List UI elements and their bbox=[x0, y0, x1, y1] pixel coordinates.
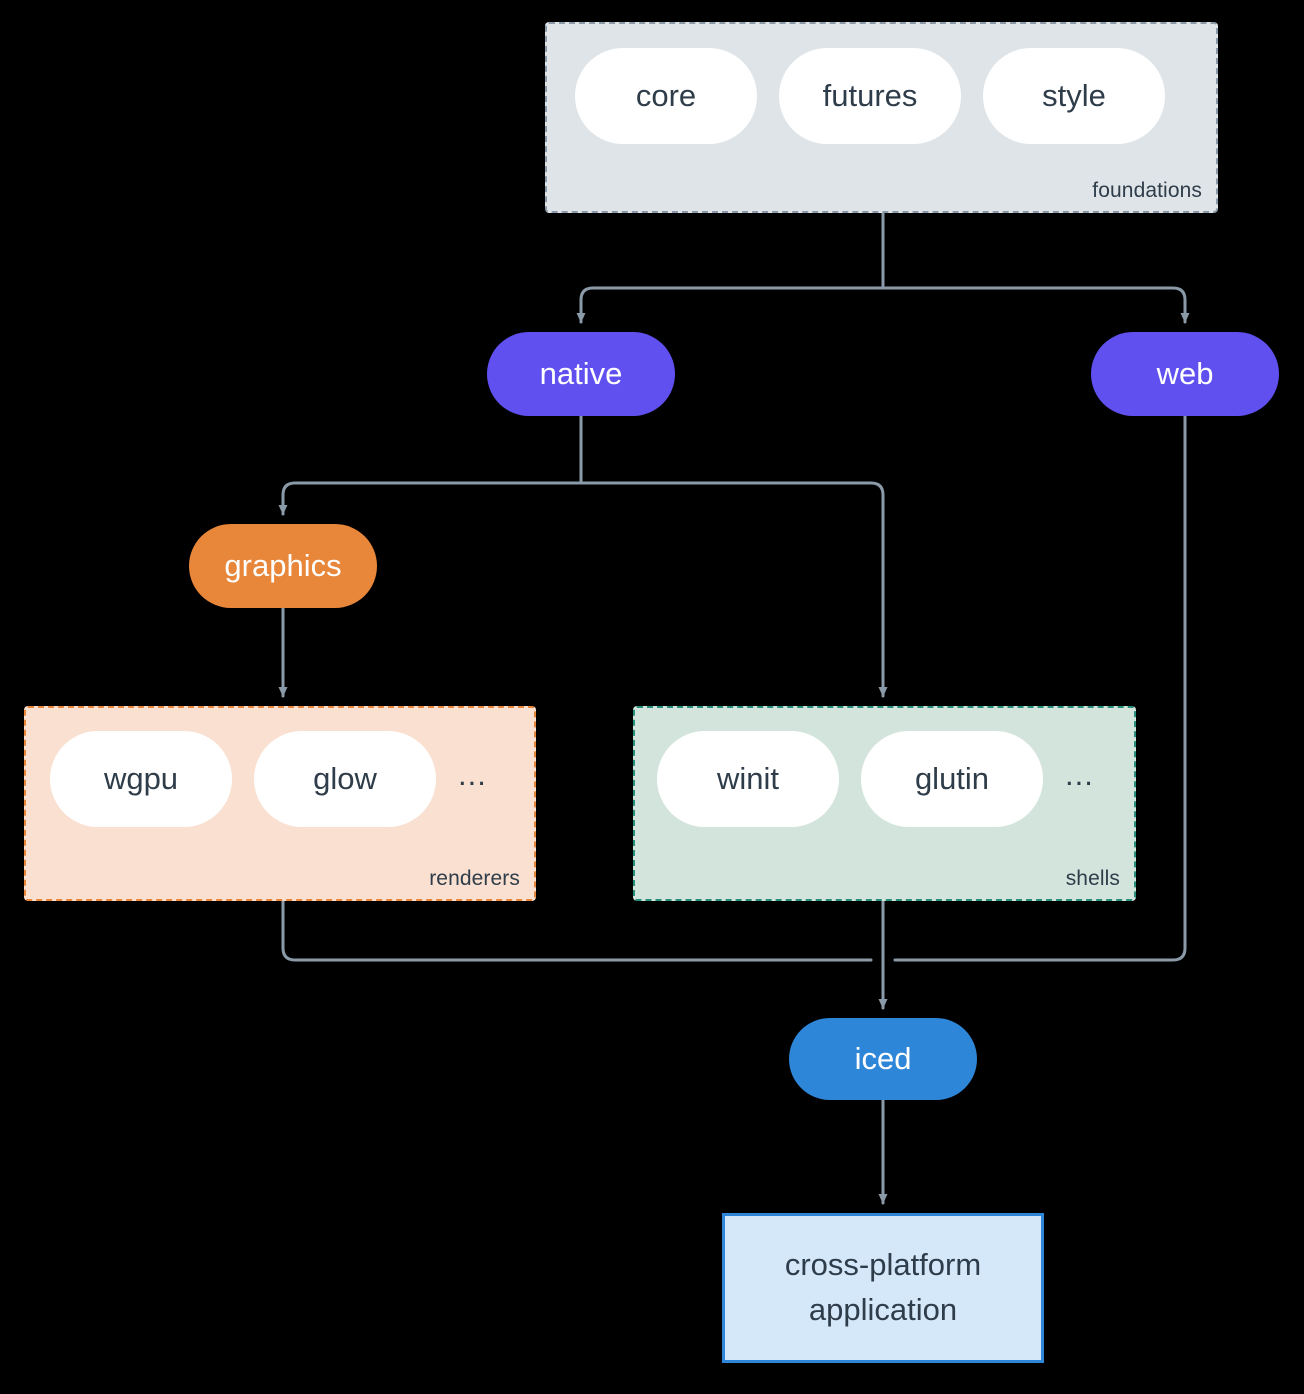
node-futures[interactable]: futures bbox=[779, 48, 961, 144]
node-graphics[interactable]: graphics bbox=[189, 524, 377, 608]
foundations-members: core futures style bbox=[575, 48, 1165, 144]
edge-renderers-iced bbox=[281, 899, 873, 962]
group-label-shells: shells bbox=[1065, 867, 1120, 890]
group-label-foundations: foundations bbox=[1092, 179, 1202, 202]
edge-native-shells bbox=[579, 481, 888, 698]
node-style[interactable]: style bbox=[983, 48, 1165, 144]
edge-foundations-web bbox=[881, 286, 1190, 324]
node-web[interactable]: web bbox=[1091, 332, 1279, 416]
group-label-renderers: renderers bbox=[429, 867, 520, 890]
node-native[interactable]: native bbox=[487, 332, 675, 416]
node-cross-platform-application[interactable]: cross-platform application bbox=[722, 1213, 1044, 1363]
edge-native-graphics bbox=[278, 481, 583, 516]
renderers-ellipsis: ... bbox=[458, 756, 487, 792]
node-wgpu[interactable]: wgpu bbox=[50, 731, 232, 827]
group-foundations: core futures style foundations bbox=[545, 22, 1218, 213]
application-line-2: application bbox=[808, 1292, 958, 1327]
node-glow[interactable]: glow bbox=[254, 731, 436, 827]
node-winit[interactable]: winit bbox=[657, 731, 839, 827]
shells-members: winit glutin ... bbox=[657, 731, 1094, 827]
node-iced[interactable]: iced bbox=[789, 1018, 977, 1100]
renderers-members: wgpu glow ... bbox=[50, 731, 487, 827]
group-renderers: wgpu glow ... renderers bbox=[24, 706, 536, 901]
node-glutin[interactable]: glutin bbox=[861, 731, 1043, 827]
application-line-1: cross-platform bbox=[784, 1247, 982, 1283]
shells-ellipsis: ... bbox=[1065, 756, 1094, 792]
group-shells: winit glutin ... shells bbox=[633, 706, 1136, 901]
edge-foundations-native bbox=[576, 286, 885, 324]
node-core[interactable]: core bbox=[575, 48, 757, 144]
